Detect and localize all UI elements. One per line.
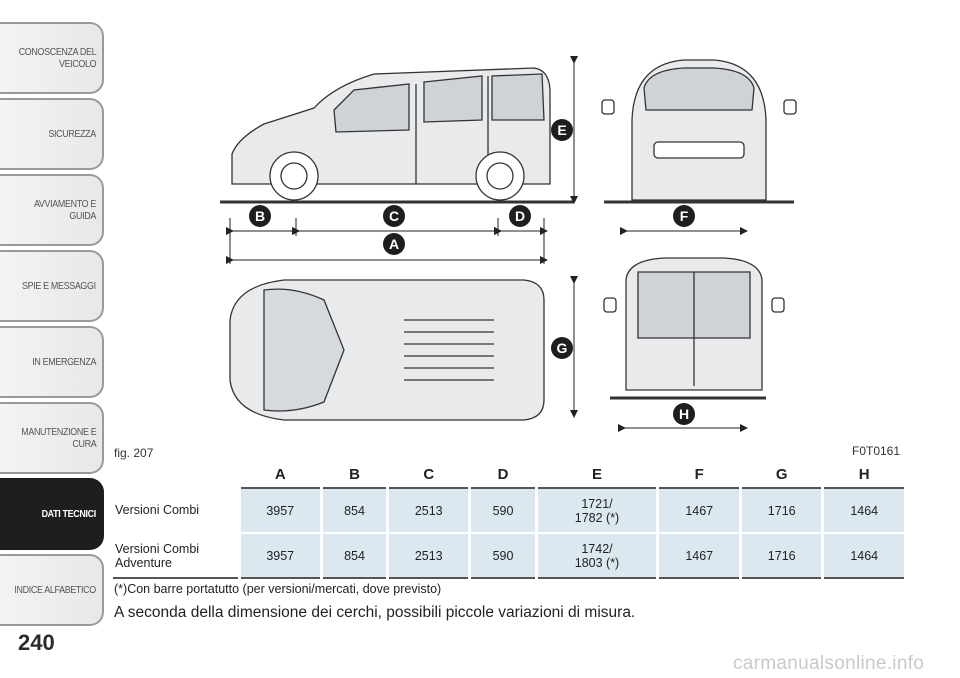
chapter-tabs: CONOSCENZA DEL VEICOLO SICUREZZA AVVIAME… bbox=[0, 22, 104, 630]
tab-label: INDICE ALFABETICO bbox=[14, 584, 96, 596]
marker-h: H bbox=[673, 403, 695, 425]
row-label: Versioni Combi bbox=[113, 488, 239, 534]
marker-b-label: B bbox=[255, 208, 265, 224]
marker-d: D bbox=[509, 205, 531, 227]
table-header-row: A B C D E F G H bbox=[113, 462, 906, 489]
marker-g: G bbox=[551, 337, 573, 359]
table-footnote: (*)Con barre portatutto (per versioni/me… bbox=[114, 582, 442, 596]
marker-g-label: G bbox=[557, 340, 568, 356]
tab-label: IN EMERGENZA bbox=[32, 356, 96, 368]
table-cell: 590 bbox=[468, 533, 538, 579]
tab-spie-e-messaggi[interactable]: SPIE E MESSAGGI bbox=[0, 250, 104, 322]
table-cell: 1464 bbox=[821, 533, 907, 579]
wheel-size-note: A seconda della dimensione dei cerchi, p… bbox=[114, 604, 636, 621]
tab-in-emergenza[interactable]: IN EMERGENZA bbox=[0, 326, 104, 398]
dimensions-table: A B C D E F G H Versioni Combi 3957 854 … bbox=[113, 462, 907, 579]
marker-e: E bbox=[551, 119, 573, 141]
table-cell: 2513 bbox=[385, 488, 472, 534]
table-row: Versioni Combi Adventure 3957 854 2513 5… bbox=[113, 533, 907, 579]
tab-label: SPIE E MESSAGGI bbox=[22, 280, 96, 292]
column-header: G bbox=[740, 462, 823, 489]
tab-label: CONOSCENZA DEL VEICOLO bbox=[18, 46, 96, 70]
table-cell: 854 bbox=[319, 488, 390, 534]
page-number: 240 bbox=[18, 630, 55, 655]
table-cell: 1721/ 1782 (*) bbox=[534, 488, 660, 534]
marker-e-label: E bbox=[557, 122, 566, 138]
table-cell: 1716 bbox=[738, 488, 825, 534]
tab-dati-tecnici[interactable]: DATI TECNICI bbox=[0, 478, 104, 550]
figure-caption: fig. 207 bbox=[114, 446, 154, 460]
figure-code: F0T0161 bbox=[852, 444, 901, 458]
table-row: Versioni Combi 3957 854 2513 590 1721/ 1… bbox=[113, 488, 907, 534]
table-cell: 1464 bbox=[821, 488, 907, 534]
marker-f: F bbox=[673, 205, 695, 227]
marker-b: B bbox=[249, 205, 271, 227]
marker-c: C bbox=[383, 205, 405, 227]
tab-conoscenza-del-veicolo[interactable]: CONOSCENZA DEL VEICOLO bbox=[0, 22, 104, 94]
top-view-drawing bbox=[229, 279, 545, 421]
watermark: carmanualsonline.info bbox=[733, 653, 925, 674]
column-header: E bbox=[536, 462, 658, 489]
row-label: Versioni Combi Adventure bbox=[113, 533, 239, 579]
tab-label: MANUTENZIONE E CURA bbox=[20, 426, 96, 450]
column-header: A bbox=[239, 462, 322, 489]
column-header: C bbox=[387, 462, 470, 489]
side-view-drawing bbox=[220, 67, 574, 204]
marker-d-label: D bbox=[515, 208, 525, 224]
table-cell: 1467 bbox=[656, 488, 742, 534]
marker-a: A bbox=[383, 233, 405, 255]
marker-h-label: H bbox=[679, 406, 689, 422]
column-header: D bbox=[469, 462, 536, 489]
column-header: H bbox=[822, 462, 906, 489]
table-cell: 854 bbox=[319, 533, 390, 579]
table-cell: 3957 bbox=[237, 488, 323, 534]
table-cell: 2513 bbox=[385, 533, 472, 579]
tab-label: DATI TECNICI bbox=[41, 508, 97, 520]
column-header: F bbox=[657, 462, 741, 489]
rear-view-drawing bbox=[603, 257, 785, 400]
table-cell: 590 bbox=[468, 488, 538, 534]
tab-label: AVVIAMENTO E GUIDA bbox=[33, 198, 96, 222]
marker-c-label: C bbox=[389, 208, 399, 224]
tab-sicurezza[interactable]: SICUREZZA bbox=[0, 98, 104, 170]
table-cell: 3957 bbox=[237, 533, 323, 579]
tab-avviamento-e-guida[interactable]: AVVIAMENTO E GUIDA bbox=[0, 174, 104, 246]
front-view-drawing bbox=[601, 59, 797, 204]
table-cell: 1716 bbox=[738, 533, 825, 579]
vehicle-dimensions-figure: B C D A F E G H bbox=[220, 56, 797, 432]
table-header-empty bbox=[113, 462, 239, 488]
tab-label: SICUREZZA bbox=[48, 128, 96, 140]
table-cell: 1742/ 1803 (*) bbox=[534, 533, 660, 579]
table-cell: 1467 bbox=[656, 533, 742, 579]
marker-a-label: A bbox=[389, 236, 399, 252]
tab-indice-alfabetico[interactable]: INDICE ALFABETICO bbox=[0, 554, 104, 626]
column-header: B bbox=[321, 462, 388, 489]
tab-manutenzione-e-cura[interactable]: MANUTENZIONE E CURA bbox=[0, 402, 104, 474]
marker-f-label: F bbox=[680, 208, 689, 224]
